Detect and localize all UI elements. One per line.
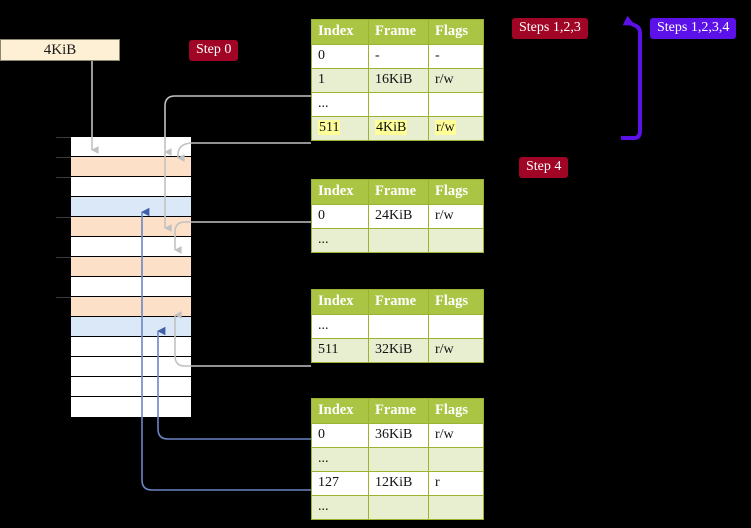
wire-t3-row511-to-memory xyxy=(174,311,311,367)
cell-flags: r/w xyxy=(428,68,484,93)
cell-index: 0 xyxy=(311,44,369,69)
badge-steps-1-2-3: Steps 1,2,3 xyxy=(512,18,588,40)
cell-flags: r/w xyxy=(428,116,484,141)
memory-tick xyxy=(56,257,71,258)
cell-frame xyxy=(368,92,429,117)
cell-frame: 24KiB xyxy=(368,204,429,229)
cell-flags: r/w xyxy=(428,338,484,363)
page-table-level-4: Index Frame Flags 0 36KiB r/w ... 127 12… xyxy=(311,398,484,520)
table-row: 511 32KiB r/w xyxy=(311,338,484,363)
memory-cell xyxy=(71,197,191,217)
wire-t2-row0-to-memory xyxy=(174,221,311,254)
cell-index: 0 xyxy=(311,423,369,448)
page-table-level-3: Index Frame Flags ... 511 32KiB r/w xyxy=(311,289,484,363)
memory-cell xyxy=(71,277,191,297)
cell-flags xyxy=(428,228,484,253)
table-row: ... xyxy=(311,314,484,339)
cell-flags xyxy=(428,495,484,520)
cell-index-text: 511 xyxy=(318,120,341,135)
cell-index: ... xyxy=(311,447,369,472)
cell-frame: - xyxy=(368,44,429,69)
cell-frame xyxy=(368,314,429,339)
memory-cell xyxy=(71,237,191,257)
page-table-level-1: Index Frame Flags 0 - - 1 16KiB r/w ... … xyxy=(311,19,484,141)
memory-tick xyxy=(56,297,71,298)
badge-step-0: Step 0 xyxy=(189,40,239,62)
column-header-flags: Flags xyxy=(428,398,484,424)
cell-index: 511 xyxy=(311,116,369,141)
memory-cell xyxy=(56,137,191,157)
column-header-index: Index xyxy=(311,398,369,424)
cell-frame xyxy=(368,447,429,472)
page-table-level-2: Index Frame Flags 0 24KiB r/w ... xyxy=(311,179,484,253)
table-row: 0 24KiB r/w xyxy=(311,204,484,229)
cell-frame xyxy=(368,228,429,253)
physical-memory-column xyxy=(56,136,191,417)
memory-tick xyxy=(56,177,71,178)
badge-steps-1-2-3-4: Steps 1,2,3,4 xyxy=(650,18,737,40)
cell-flags xyxy=(428,447,484,472)
memory-cell xyxy=(71,317,191,337)
memory-cell xyxy=(56,257,191,277)
cell-index: 1 xyxy=(311,68,369,93)
memory-cell xyxy=(71,397,191,417)
badge-step-4: Step 4 xyxy=(519,157,569,179)
cell-flags: r/w xyxy=(428,423,484,448)
cell-frame xyxy=(368,495,429,520)
cell-index: 127 xyxy=(311,471,369,496)
cell-frame-text: 4KiB xyxy=(375,120,408,135)
memory-cell xyxy=(71,337,191,357)
cell-flags: r xyxy=(428,471,484,496)
memory-cell xyxy=(56,217,191,237)
cell-flags: r/w xyxy=(428,204,484,229)
arrow-steps-1-2-3-4 xyxy=(621,15,642,140)
table-row: ... xyxy=(311,495,484,520)
column-header-flags: Flags xyxy=(428,289,484,315)
memory-cell xyxy=(71,377,191,397)
cell-frame: 12KiB xyxy=(368,471,429,496)
memory-cell xyxy=(56,177,191,197)
cell-frame: 36KiB xyxy=(368,423,429,448)
column-header-flags: Flags xyxy=(428,19,484,45)
table-row: ... xyxy=(311,447,484,472)
cell-index: ... xyxy=(311,495,369,520)
cell-index: ... xyxy=(311,228,369,253)
table-row-highlighted: 511 4KiB r/w xyxy=(311,116,484,141)
table-row: ... xyxy=(311,92,484,117)
cell-index: ... xyxy=(311,314,369,339)
memory-cell xyxy=(71,357,191,377)
memory-cell xyxy=(56,157,191,177)
column-header-index: Index xyxy=(311,179,369,205)
table-row: 0 - - xyxy=(311,44,484,69)
cell-index: 0 xyxy=(311,204,369,229)
cell-flags-text: r/w xyxy=(435,120,456,135)
table-row: 127 12KiB r xyxy=(311,471,484,496)
table-row: 1 16KiB r/w xyxy=(311,68,484,93)
cell-index: 511 xyxy=(311,338,369,363)
cell-frame: 4KiB xyxy=(368,116,429,141)
column-header-frame: Frame xyxy=(368,398,429,424)
column-header-frame: Frame xyxy=(368,179,429,205)
cell-index: ... xyxy=(311,92,369,117)
memory-tick xyxy=(56,137,71,138)
memory-tick xyxy=(56,157,71,158)
column-header-frame: Frame xyxy=(368,19,429,45)
wire-t1-row511-to-memory xyxy=(177,142,311,162)
table-row: 0 36KiB r/w xyxy=(311,423,484,448)
column-header-index: Index xyxy=(311,19,369,45)
memory-size-label: 4KiB xyxy=(43,41,77,58)
memory-tick xyxy=(56,217,71,218)
table-row: ... xyxy=(311,228,484,253)
cell-flags xyxy=(428,92,484,117)
column-header-flags: Flags xyxy=(428,179,484,205)
cell-flags xyxy=(428,314,484,339)
cell-flags: - xyxy=(428,44,484,69)
cell-frame: 16KiB xyxy=(368,68,429,93)
column-header-frame: Frame xyxy=(368,289,429,315)
column-header-index: Index xyxy=(311,289,369,315)
memory-cell xyxy=(56,297,191,317)
cell-frame: 32KiB xyxy=(368,338,429,363)
memory-size-box: 4KiB xyxy=(0,39,120,61)
